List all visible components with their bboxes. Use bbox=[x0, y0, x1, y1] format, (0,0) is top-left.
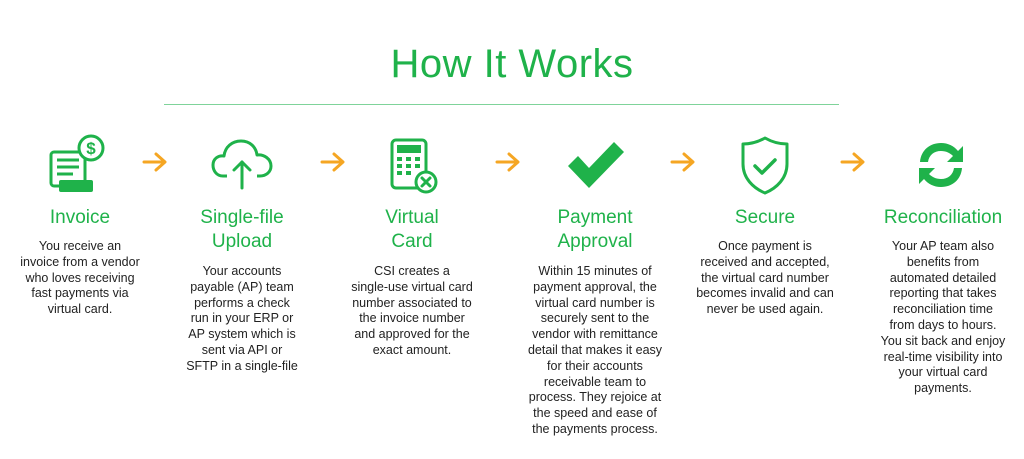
step-description: Your accounts payable (AP) team performs… bbox=[186, 264, 298, 373]
page-title: How It Works bbox=[390, 42, 634, 86]
step-description: Once payment is received and accepted, t… bbox=[696, 239, 834, 317]
arrow-right-icon bbox=[318, 150, 348, 174]
sync-arrows-icon bbox=[908, 132, 974, 198]
step-title: Payment Approval bbox=[557, 207, 633, 252]
step-description: Your AP team also benefits from automate… bbox=[880, 239, 1006, 396]
checkmark-icon bbox=[562, 132, 628, 198]
step-title: Single-file Upload bbox=[200, 207, 284, 252]
step-title: Secure bbox=[734, 207, 796, 228]
step-description: You receive an invoice from a vendor who… bbox=[20, 239, 140, 317]
arrow-right-icon bbox=[493, 150, 523, 174]
step-description: CSI creates a single-use virtual card nu… bbox=[351, 264, 473, 357]
arrow-right-icon bbox=[140, 150, 170, 174]
arrow-right-icon bbox=[838, 150, 868, 174]
invoice-dollar-icon: $ bbox=[45, 132, 111, 198]
shield-check-icon bbox=[732, 132, 798, 198]
arrow-right-icon bbox=[668, 150, 698, 174]
title-divider bbox=[164, 104, 839, 105]
step-title: Reconciliation bbox=[883, 207, 1003, 228]
svg-text:$: $ bbox=[86, 139, 96, 158]
step-title: Virtual Card bbox=[385, 207, 439, 252]
virtual-card-icon bbox=[378, 132, 444, 198]
step-title: Invoice bbox=[49, 207, 111, 228]
cloud-upload-icon bbox=[209, 132, 275, 198]
step-description: Within 15 minutes of payment approval, t… bbox=[527, 264, 663, 436]
